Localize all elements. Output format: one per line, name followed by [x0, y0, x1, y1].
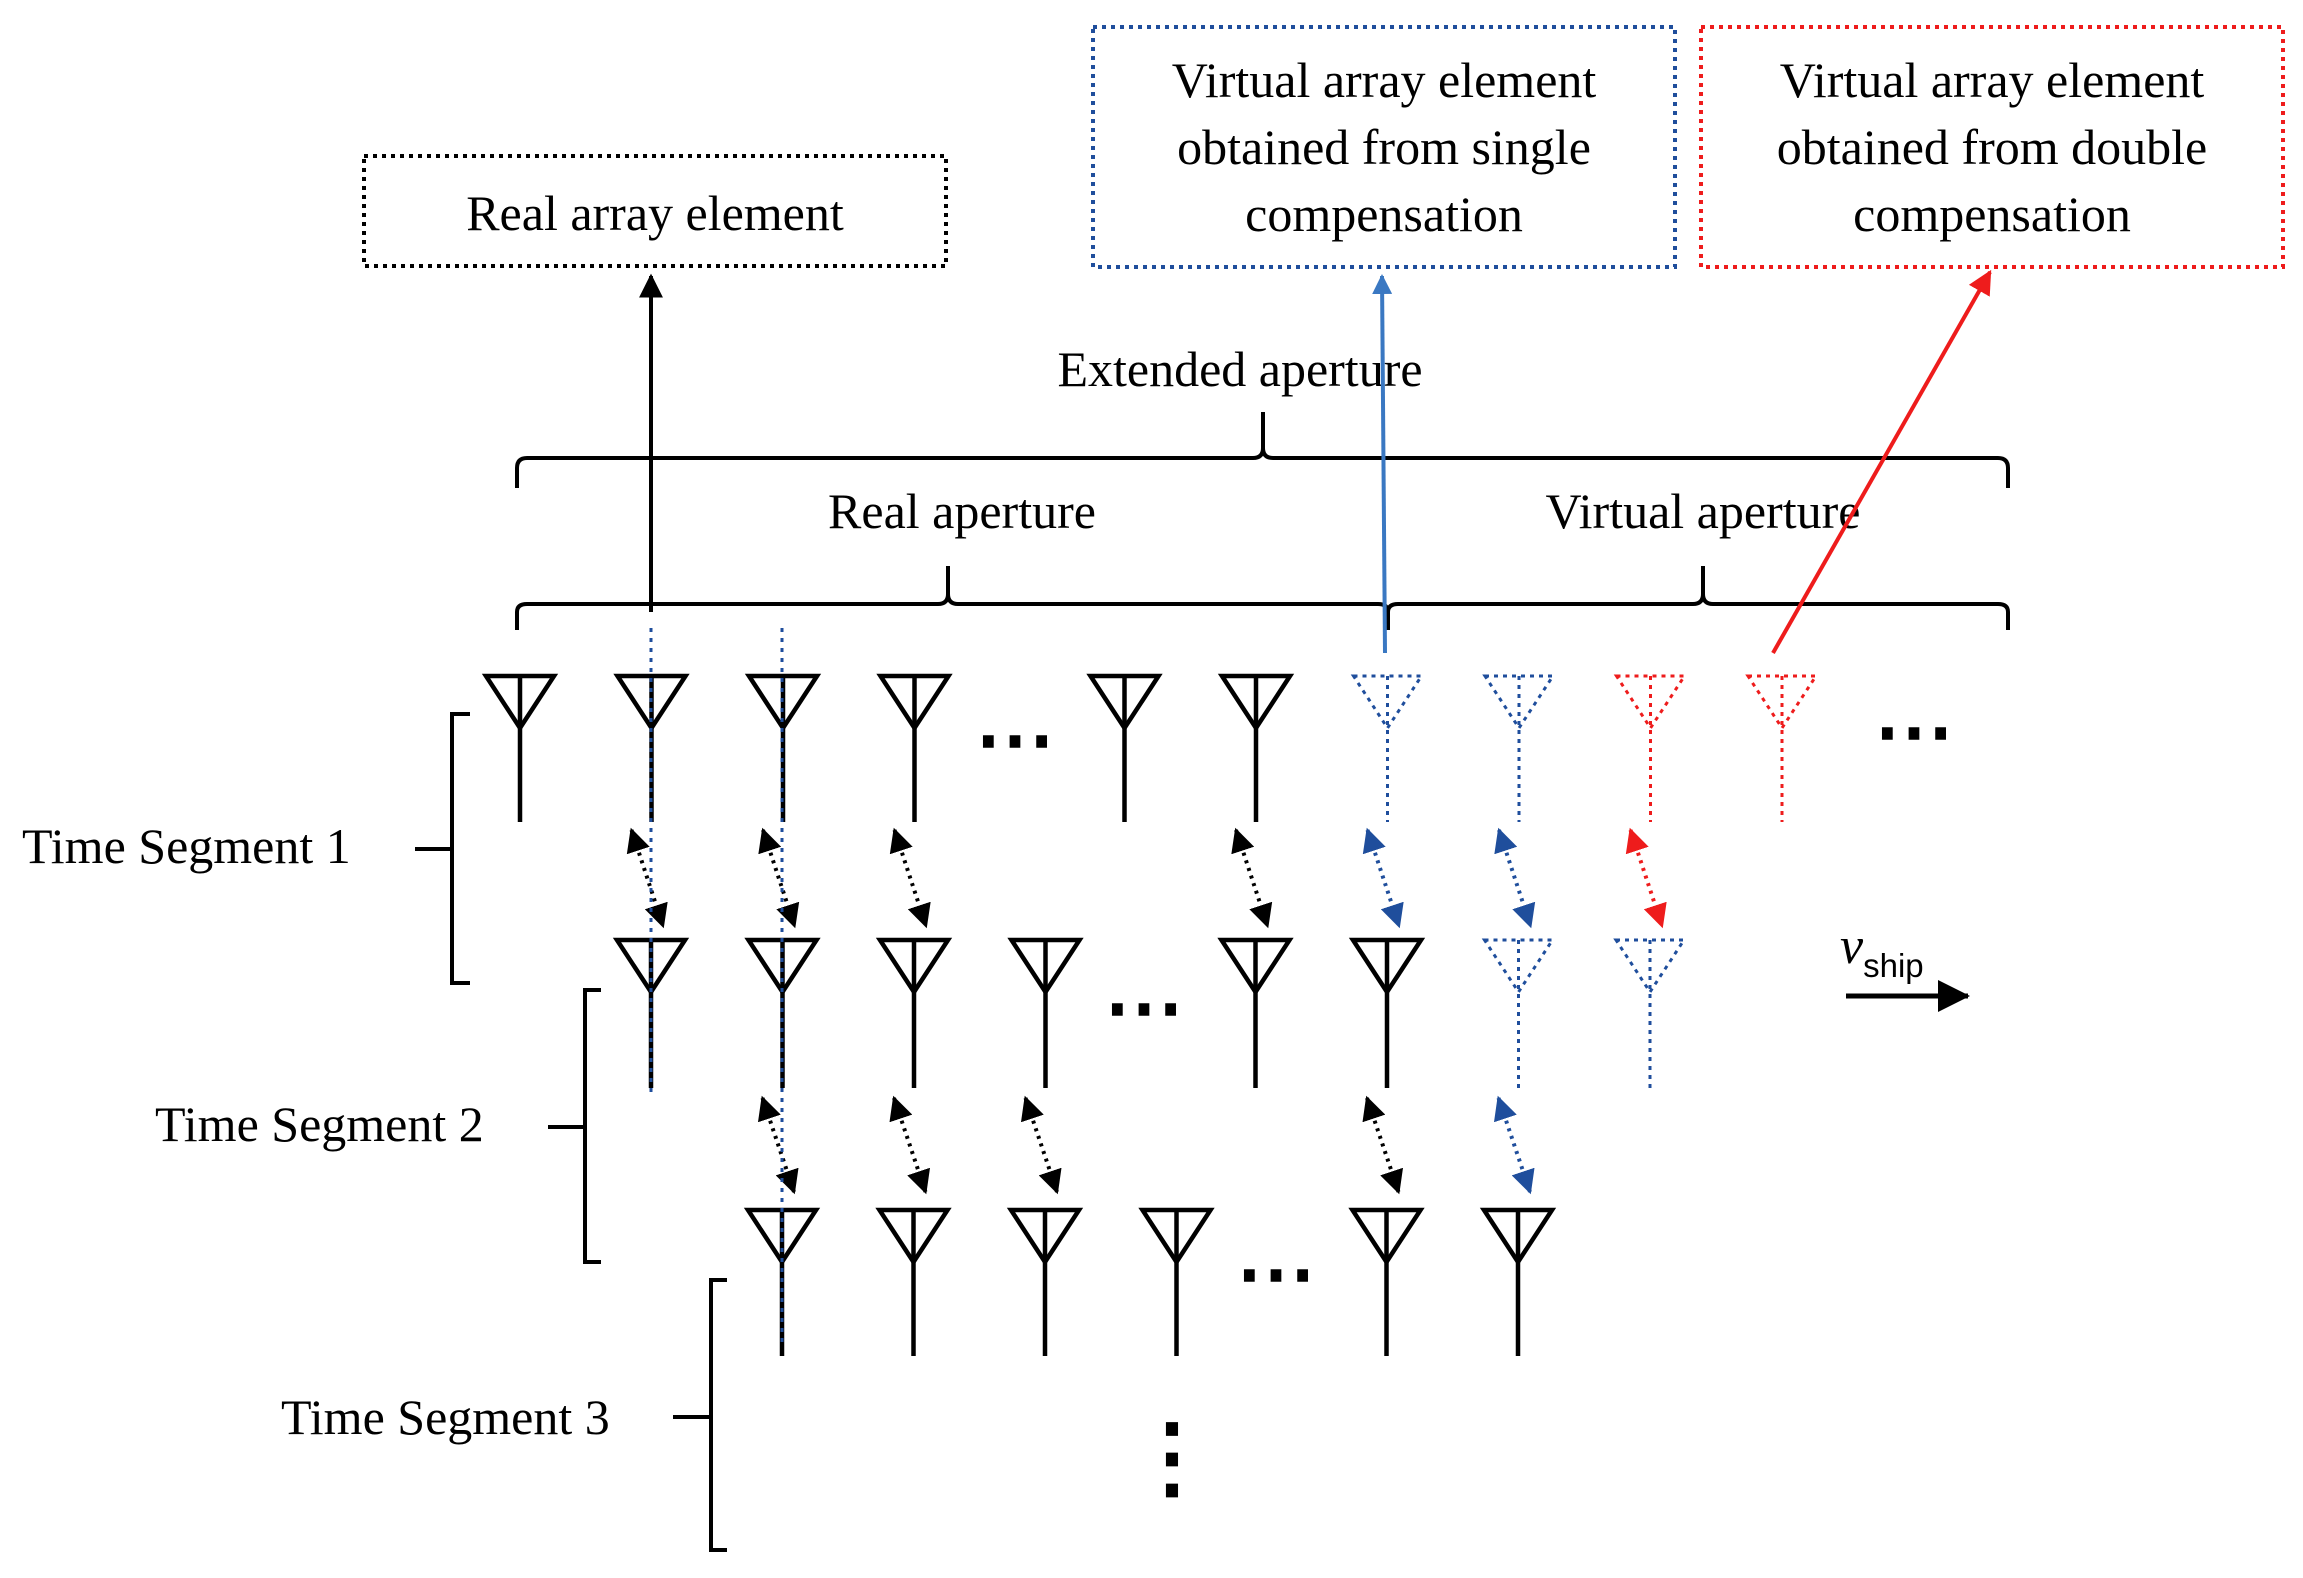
antenna-real-segment-3-element-7 [1479, 1207, 1557, 1356]
antenna-real-segment-2-element-6 [1217, 937, 1294, 1088]
compensation-link-segment-1-2 [626, 827, 668, 929]
time-segment-3-label: Time Segment 3 [281, 1389, 610, 1445]
segment-3-group: Time Segment 3 [281, 1278, 727, 1552]
double-compensation-pointer-arrow [1771, 269, 1992, 654]
ellipsis-row-3: ⋯ [1236, 1230, 1316, 1318]
antenna-real-segment-2-element-7 [1348, 937, 1426, 1088]
compensation-link-segment-1-9 [1625, 827, 1667, 929]
ellipsis-vertical: ⋮ [1127, 1409, 1217, 1508]
antenna-real-segment-2-element-4 [1007, 937, 1084, 1088]
compensation-link-segment-1-4 [889, 827, 931, 929]
antenna-real-segment-3-element-4 [1138, 1207, 1215, 1356]
real-element-box-line: Real array element [466, 185, 844, 241]
compensation-link-segment-2-6 [1362, 1095, 1404, 1195]
compensation-links [626, 827, 1667, 1195]
compensation-link-segment-1-8 [1494, 827, 1536, 929]
single-box-line-2: obtained from single [1177, 119, 1591, 175]
antenna-array [481, 673, 1819, 1356]
single-compensation-pointer-arrow [1372, 274, 1393, 654]
antenna-real-segment-3-element-2 [875, 1207, 952, 1356]
segment-1-group: Time Segment 1 [22, 712, 470, 985]
single-box-line-1: Virtual array element [1172, 52, 1597, 108]
velocity-symbol: v [1840, 918, 1864, 975]
real-aperture-brace [515, 566, 1390, 630]
compensation-link-segment-1-3 [758, 827, 800, 929]
compensation-link-segment-1-7 [1362, 827, 1404, 929]
antenna-single-segment-1-element-9 [1482, 674, 1556, 822]
ellipsis-row-2: ⋯ [1104, 964, 1184, 1052]
virtual-aperture-brace [1386, 566, 2010, 630]
single-box-line-3: compensation [1245, 186, 1523, 242]
compensation-link-segment-2-2 [757, 1095, 799, 1195]
antenna-single-segment-2-element-8 [1481, 938, 1556, 1088]
double-box-line-2: obtained from double [1777, 119, 2207, 175]
svg-text:vship: vship [1840, 918, 1924, 984]
time-segment-1-label: Time Segment 1 [22, 818, 351, 874]
antenna-single-segment-2-element-9 [1613, 938, 1687, 1088]
double-box-line-1: Virtual array element [1780, 52, 2205, 108]
antenna-single-segment-1-element-8 [1350, 674, 1425, 822]
antenna-real-segment-3-element-6 [1348, 1207, 1425, 1356]
antenna-real-segment-2-element-3 [875, 937, 953, 1088]
ellipsis-row-1: ⋯ [975, 696, 1055, 784]
compensation-link-segment-2-3 [889, 1095, 931, 1195]
antenna-real-segment-2-element-1 [612, 937, 690, 1088]
antenna-double-segment-1-element-11 [1745, 674, 1819, 822]
extended-aperture-label: Extended aperture [1057, 341, 1422, 397]
ellipsis-right: ⋯ [1874, 688, 1954, 776]
double-box-line-3: compensation [1853, 186, 2131, 242]
antenna-real-segment-1-element-4 [876, 673, 953, 822]
alignment-guides [649, 628, 784, 1348]
antenna-real-segment-1-element-6 [1086, 673, 1163, 822]
compensation-link-segment-2-7 [1493, 1095, 1535, 1195]
real-aperture-label: Real aperture [828, 483, 1096, 539]
antenna-real-segment-1-element-7 [1217, 673, 1295, 822]
ship-velocity-indicator: vship [1840, 918, 1970, 1012]
antenna-real-segment-1-element-1 [481, 673, 559, 822]
double-compensation-box: Virtual array element obtained from doub… [1699, 25, 2285, 269]
antenna-real-segment-2-element-2 [744, 937, 821, 1088]
compensation-link-segment-1-6 [1231, 827, 1273, 929]
virtual-aperture-label: Virtual aperture [1546, 483, 1861, 539]
compensation-link-segment-2-4 [1020, 1095, 1062, 1195]
antenna-real-segment-3-element-3 [1006, 1207, 1084, 1356]
antenna-double-segment-1-element-10 [1613, 674, 1688, 822]
single-compensation-box: Virtual array element obtained from sing… [1091, 25, 1677, 269]
time-segment-2-label: Time Segment 2 [155, 1096, 484, 1152]
extended-aperture-brace [515, 412, 2010, 488]
segment-2-group: Time Segment 2 [155, 988, 601, 1264]
real-element-box: Real array element [362, 154, 948, 268]
velocity-subscript: ship [1863, 947, 1924, 984]
